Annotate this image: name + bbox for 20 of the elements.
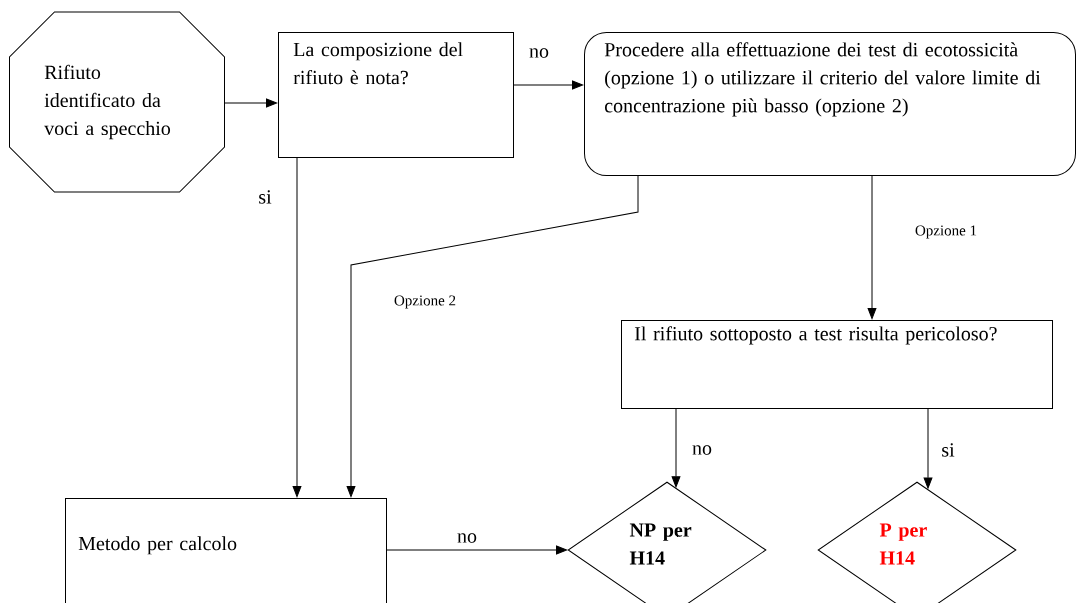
edge-label: si <box>940 442 956 458</box>
start-octagon: Rifiuto identificato da voci a specchio <box>9 11 225 193</box>
edge-label: no <box>528 47 550 59</box>
decision-box: Il rifiuto sottoposto a test risulta pericoloso? <box>621 320 1053 409</box>
edge-label: Opzione 2 <box>392 294 458 310</box>
arrow <box>346 174 639 498</box>
arrow <box>292 156 302 498</box>
arrow <box>224 98 278 108</box>
arrow <box>385 545 568 555</box>
edge-label: no <box>691 444 713 456</box>
process-box: Metodo per calcolo <box>65 498 387 603</box>
process-box: Procedere alla effettuazione dei test di ecotossicità (opzione 1) o utilizzare il criterio del valore limite di concentrazione più basso (opzione 2) <box>584 32 1076 176</box>
arrow <box>512 80 584 90</box>
arrow <box>867 174 877 320</box>
edge-label: no <box>456 532 478 544</box>
edge-label: si <box>257 189 273 205</box>
edge-label: Opzione 1 <box>913 224 979 240</box>
arrow <box>671 407 681 488</box>
arrow <box>923 407 933 489</box>
decision-box: La composizione del rifiuto è nota? <box>278 32 514 158</box>
